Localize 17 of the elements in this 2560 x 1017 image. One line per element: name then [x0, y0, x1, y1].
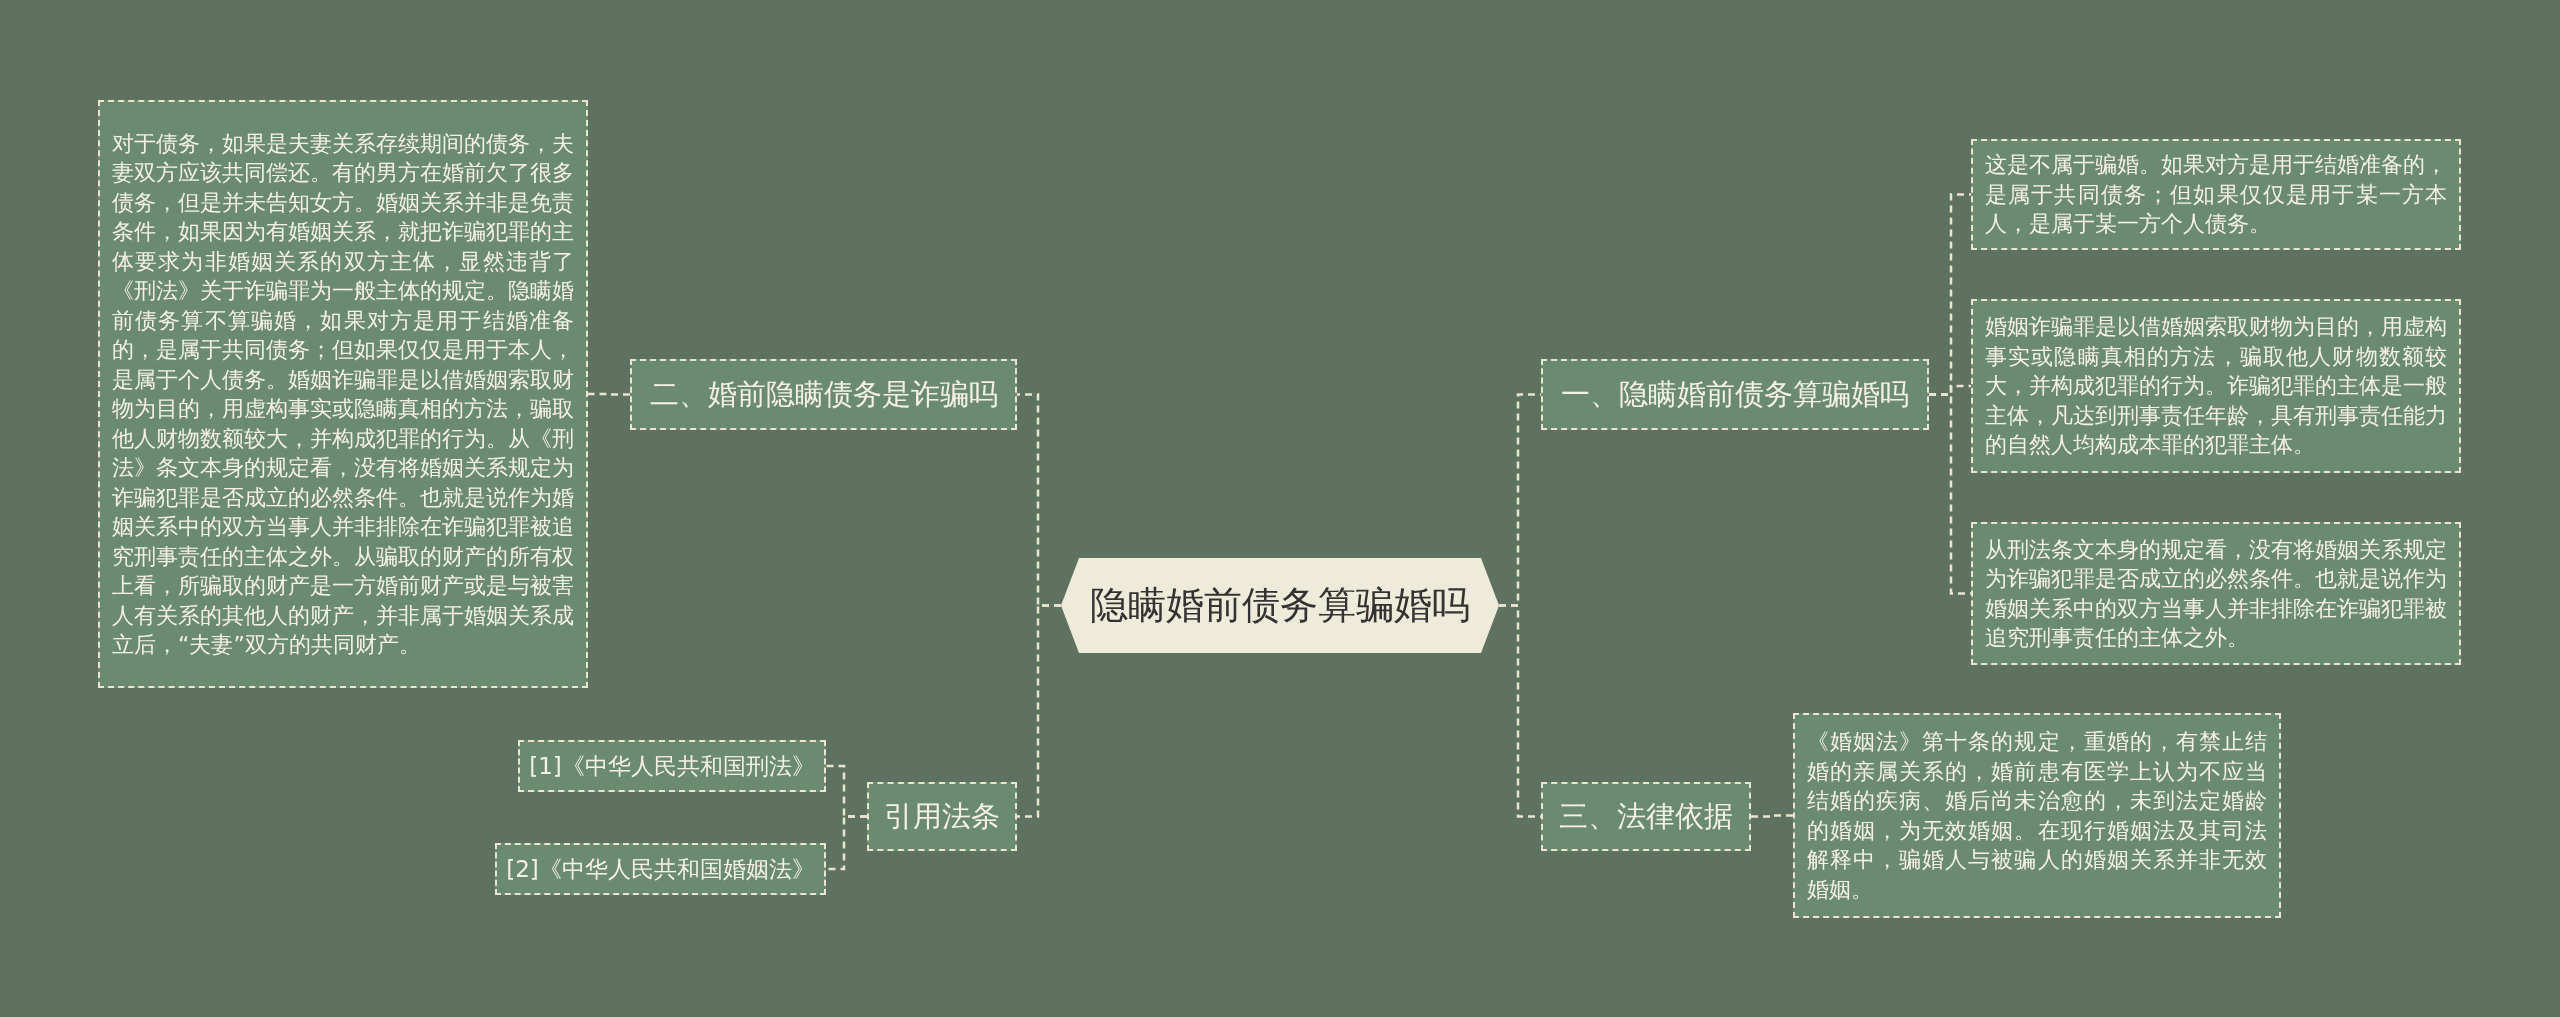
- topic-title: 隐瞒婚前债务算骗婚吗: [1090, 582, 1470, 629]
- connector-line: [1751, 814, 1793, 818]
- connector-line: [826, 815, 867, 871]
- connector-line: [1017, 604, 1061, 818]
- reference-box: [1]《中华人民共和国刑法》: [518, 740, 826, 792]
- central-topic-hexagon: [1061, 558, 1499, 653]
- reference-box: [2]《中华人民共和国婚姻法》: [495, 843, 826, 895]
- text-box: 从刑法条文本身的规定看，没有将婚姻关系规定为诈骗犯罪是否成立的必然条件。也就是说作为婚姻关系中的双方当事人并非排除在诈骗犯罪被追究刑事责任的主体之外。: [1971, 522, 2461, 665]
- text-box: 这是不属于骗婚。如果对方是用于结婚准备的，是属于共同债务；但如果仅仅是用于某一方本人，是属于某一方个人债务。: [1971, 139, 2461, 250]
- topic-box: 二、婚前隐瞒债务是诈骗吗: [630, 359, 1017, 430]
- topic-box: 引用法条: [867, 782, 1017, 851]
- connector-line: [588, 392, 630, 396]
- text-box: 婚姻诈骗罪是以借婚姻索取财物为目的，用虚构事实或隐瞒真相的方法，骗取他人财物数额较大，并构成犯罪的行为。诈骗犯罪的主体是一般主体，凡达到刑事责任年龄，具有刑事责任能力的自然人均构成本罪的犯罪主体。: [1971, 299, 2461, 473]
- text-box: 对于债务，如果是夫妻关系存续期间的债务，夫妻双方应该共同偿还。有的男方在婚前欠了很多债务，但是并未告知女方。婚姻关系并非是免责条件，如果因为有婚姻关系，就把诈骗犯罪的主体要求为非婚姻关系的双方主体，显然违背了《刑法》关于诈骗罪为一般主体的规定。隐瞒婚前债务算不算骗婚，如果对方是用于结婚准备的，是属于共同债务；但如果仅仅是用于本人，是属于个人债务。婚姻诈骗罪是以借婚姻索取财物为目的，用虚构事实或隐瞒真相的方法，骗取他人财物数额较大，并构成犯罪的行为。从《刑法》条文本身的规定看，没有将婚姻关系规定为诈骗犯罪是否成立的必然条件。也就是说作为婚姻关系中的双方当事人并非排除在诈骗犯罪被追究刑事责任的主体之外。从骗取的财产的所有权上看，所骗取的财产是一方婚前财产或是与被害人有关系的其他人的财产，并非属于婚姻关系成立后，“夫妻”双方的共同财产。: [98, 100, 588, 688]
- topic-box: 三、法律依据: [1541, 782, 1751, 851]
- text-box: 《婚姻法》第十条的规定，重婚的，有禁止结婚的亲属关系的，婚前患有医学上认为不应当结婚的疾病、婚后尚未治愈的，未到法定婚龄的婚姻，为无效婚姻。在现行婚姻法及其司法解释中，骗婚人与被骗人的婚姻关系并非无效婚姻。: [1793, 713, 2281, 918]
- topic-box: 一、隐瞒婚前债务算骗婚吗: [1541, 359, 1929, 430]
